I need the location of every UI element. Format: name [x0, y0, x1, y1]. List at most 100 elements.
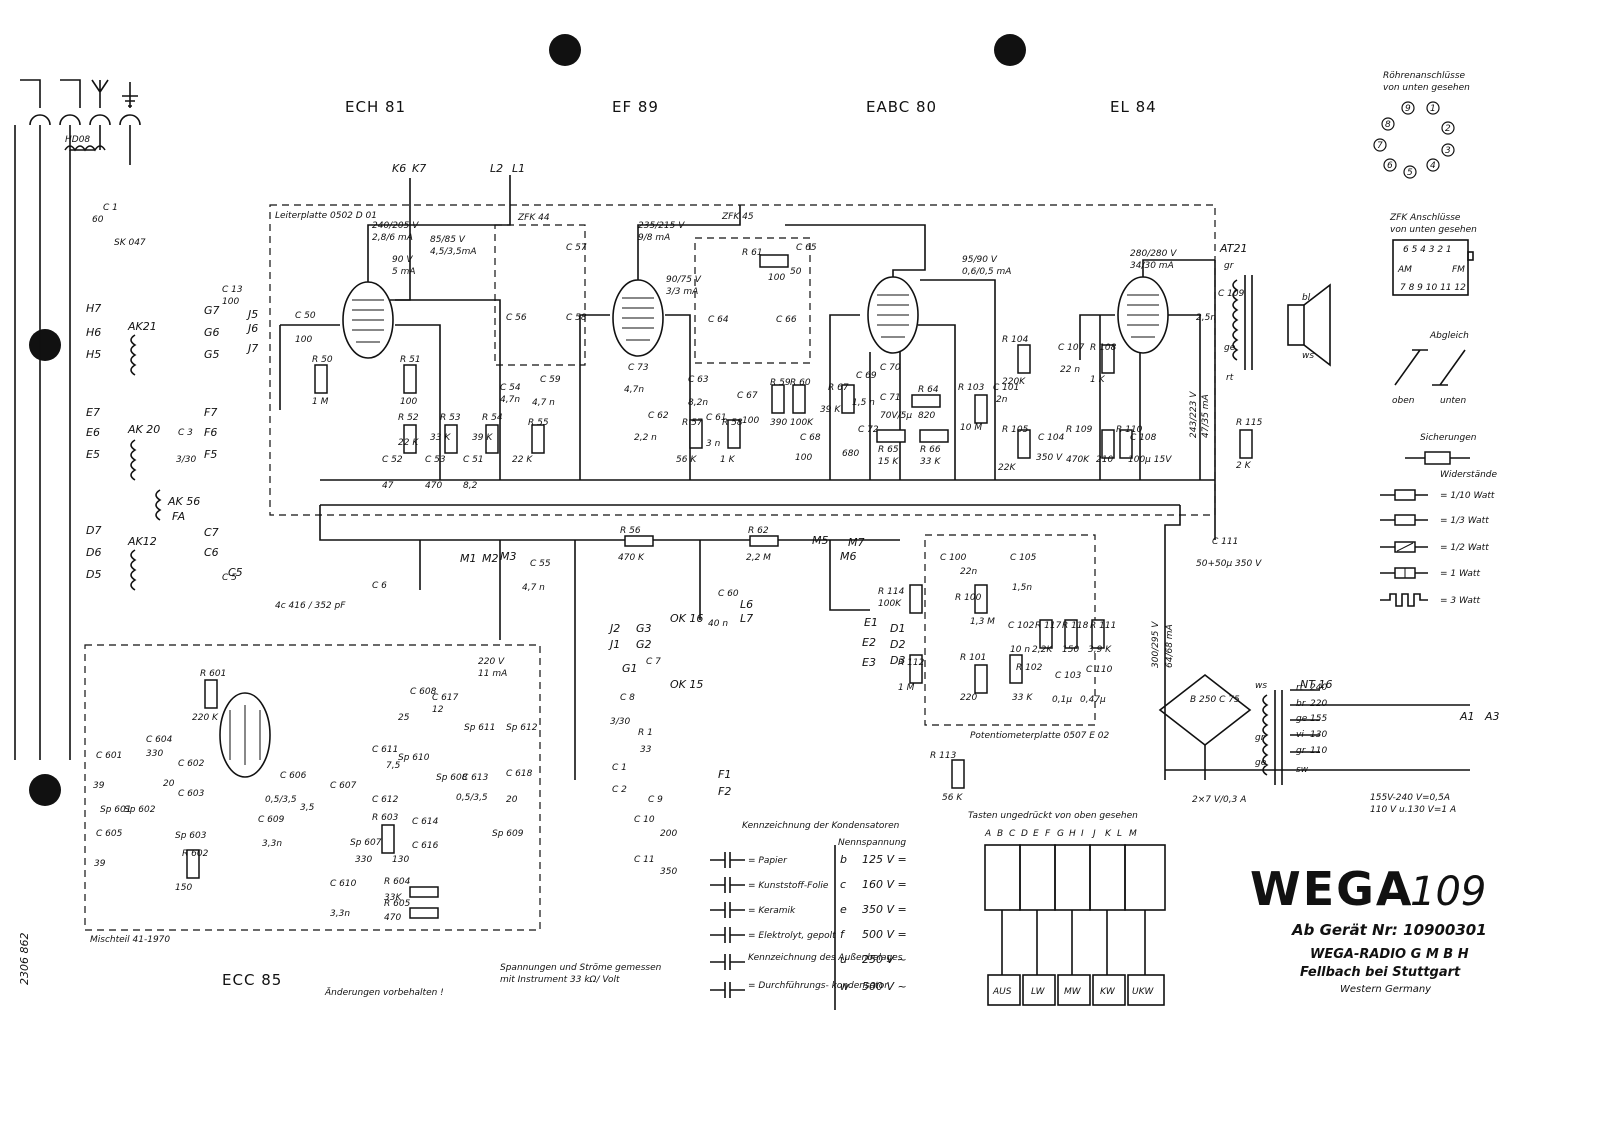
- svg-text:C 53: C 53: [425, 455, 446, 465]
- svg-text:C 59: C 59: [540, 375, 561, 385]
- svg-text:125 V =: 125 V =: [862, 853, 907, 866]
- svg-text:E6: E6: [86, 426, 100, 439]
- svg-text:200: 200: [660, 829, 677, 839]
- svg-text:D7: D7: [86, 524, 101, 537]
- svg-text:8,2: 8,2: [463, 481, 478, 491]
- svg-text:H7: H7: [86, 302, 101, 315]
- svg-text:1,5 n: 1,5 n: [852, 398, 875, 408]
- svg-text:R 51: R 51: [400, 355, 421, 365]
- svg-text:R 111: R 111: [1090, 621, 1116, 631]
- svg-text:rt: rt: [1226, 373, 1234, 383]
- punch-holes: [29, 34, 1026, 806]
- svg-text:A: A: [984, 829, 991, 839]
- svg-text:6: 6: [1387, 161, 1393, 171]
- svg-text:100: 100: [222, 297, 239, 307]
- svg-text:100K: 100K: [790, 418, 814, 428]
- svg-text:R 100: R 100: [955, 593, 982, 603]
- svg-text:100: 100: [400, 397, 417, 407]
- svg-text:= 1/2 Watt: = 1/2 Watt: [1440, 543, 1489, 553]
- svg-text:oben: oben: [1392, 396, 1415, 406]
- svg-text:C6: C6: [204, 546, 219, 559]
- svg-text:B: B: [997, 829, 1003, 839]
- svg-text:C 612: C 612: [372, 795, 399, 805]
- svg-text:Sp 610: Sp 610: [398, 753, 430, 763]
- svg-text:220: 220: [960, 693, 977, 703]
- svg-text:C 609: C 609: [258, 815, 285, 825]
- svg-text:NT 16: NT 16: [1300, 678, 1332, 691]
- svg-text:470 K: 470 K: [618, 553, 645, 563]
- svg-text:150: 150: [175, 883, 192, 893]
- svg-text:2×7 V/0,3 A: 2×7 V/0,3 A: [1192, 795, 1246, 805]
- svg-text:J5: J5: [246, 308, 258, 321]
- speaker-symbol: [1287, 283, 1331, 367]
- svg-text:C 605: C 605: [96, 829, 123, 839]
- svg-text:R 605: R 605: [384, 899, 411, 909]
- svg-text:E3: E3: [862, 656, 876, 669]
- svg-text:L: L: [1117, 829, 1122, 839]
- svg-text:= Elektrolyt, gepolt: = Elektrolyt, gepolt: [748, 931, 836, 941]
- svg-text:20: 20: [506, 795, 518, 805]
- svg-text:C 54: C 54: [500, 383, 521, 393]
- svg-text:K7: K7: [412, 162, 426, 175]
- svg-text:100: 100: [742, 416, 759, 426]
- svg-text:C 13: C 13: [222, 285, 243, 295]
- svg-text:9: 9: [1405, 104, 1411, 114]
- svg-text:350 V =: 350 V =: [862, 903, 907, 916]
- svg-text:3/3 mA: 3/3 mA: [666, 287, 698, 297]
- svg-text:B 250 C 75: B 250 C 75: [1190, 695, 1240, 705]
- svg-text:R 115: R 115: [1236, 418, 1263, 428]
- tube-ef89-label: EF 89: [612, 98, 659, 116]
- svg-text:22 K: 22 K: [512, 455, 533, 465]
- svg-text:390: 390: [770, 418, 787, 428]
- svg-text:J2: J2: [608, 622, 620, 635]
- svg-text:C 618: C 618: [506, 769, 533, 779]
- svg-text:R 603: R 603: [372, 813, 399, 823]
- svg-text:C 55: C 55: [530, 559, 551, 569]
- svg-text:10 n: 10 n: [1010, 645, 1030, 655]
- svg-text:E2: E2: [862, 636, 876, 649]
- svg-text:ge: ge: [1296, 714, 1308, 724]
- svg-text:L6: L6: [740, 598, 753, 611]
- svg-text:3,5: 3,5: [300, 803, 315, 813]
- svg-text:10 M: 10 M: [960, 423, 982, 433]
- svg-text:2,2 M: 2,2 M: [746, 553, 771, 563]
- svg-text:M1: M1: [460, 552, 477, 565]
- zfk44-outline: [494, 224, 586, 366]
- svg-text:C 67: C 67: [737, 391, 758, 401]
- svg-text:R 602: R 602: [182, 849, 209, 859]
- button-kw: KW: [1100, 987, 1116, 997]
- measure-note-2: mit Instrument 33 kΩ/ Volt: [500, 975, 620, 985]
- pot-board-label: Potentiometerplatte 0507 E 02: [970, 731, 1110, 741]
- svg-text:470: 470: [425, 481, 442, 491]
- svg-text:Sp 601: Sp 601: [100, 805, 131, 815]
- svg-text:C 111: C 111: [1212, 537, 1238, 547]
- svg-text:4,7n: 4,7n: [500, 395, 520, 405]
- measure-note-1: Spannungen und Ströme gemessen: [500, 963, 662, 973]
- antenna-inputs: HD08: [14, 79, 141, 760]
- svg-text:R 55: R 55: [528, 418, 549, 428]
- tube-ecc85-label: ECC 85: [222, 971, 282, 989]
- svg-text:3: 3: [1445, 146, 1451, 156]
- svg-text:D6: D6: [86, 546, 101, 559]
- svg-text:A3: A3: [1484, 710, 1500, 723]
- svg-text:M5: M5: [812, 534, 829, 547]
- svg-text:0,47µ: 0,47µ: [1080, 695, 1106, 705]
- svg-text:39 K: 39 K: [820, 405, 841, 415]
- svg-text:C 603: C 603: [178, 789, 205, 799]
- hd08-label: HD08: [65, 135, 90, 145]
- tube-ech81-label: ECH 81: [345, 98, 406, 116]
- svg-text:D1: D1: [890, 622, 905, 635]
- button-aus: AUS: [992, 987, 1012, 997]
- svg-text:3 n: 3 n: [706, 439, 721, 449]
- svg-text:C 73: C 73: [628, 363, 649, 373]
- svg-text:3,3n: 3,3n: [330, 909, 350, 919]
- svg-text:E1: E1: [864, 616, 878, 629]
- svg-text:C 66: C 66: [776, 315, 797, 325]
- svg-text:K6: K6: [392, 162, 406, 175]
- svg-text:100: 100: [295, 335, 312, 345]
- svg-text:C 602: C 602: [178, 759, 205, 769]
- button-mw: MW: [1064, 987, 1082, 997]
- svg-text:60: 60: [92, 215, 104, 225]
- svg-text:1 M: 1 M: [312, 397, 329, 407]
- svg-text:C 5: C 5: [222, 573, 237, 583]
